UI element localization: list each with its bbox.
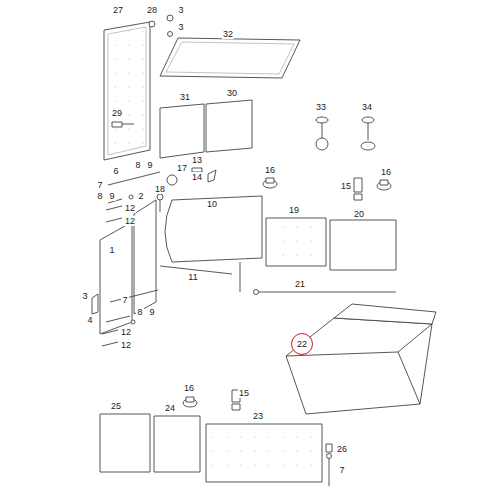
callout-number: 12: [120, 340, 132, 350]
callout-number: 9: [146, 160, 153, 170]
callout-number: 16: [380, 167, 392, 177]
callout-number: 2: [137, 191, 144, 201]
callout-number: 31: [179, 92, 191, 102]
storage-box: [286, 318, 432, 414]
floor-panel: [100, 414, 150, 472]
callout-number: 29: [111, 108, 123, 118]
callout-number: 6: [112, 166, 119, 176]
callout-number: 14: [191, 172, 203, 182]
callout-number: 12: [124, 216, 136, 226]
callout-number: 10: [206, 199, 218, 209]
callout-number: 9: [108, 191, 115, 201]
callout-number: 9: [148, 307, 155, 317]
callout-number: 33: [315, 102, 327, 112]
callout-number: 13: [191, 155, 203, 165]
callout-number: 27: [112, 5, 124, 15]
callout-number: 21: [294, 279, 306, 289]
callout-number: 8: [96, 191, 103, 201]
callout-number: 3: [81, 291, 88, 301]
callout-number: 17: [176, 163, 188, 173]
callout-number: 12: [124, 203, 136, 213]
callout-number: 32: [222, 29, 234, 39]
callout-number: 8: [134, 160, 141, 170]
callout-number: 1: [108, 245, 115, 255]
callout-number: 16: [183, 383, 195, 393]
callout-number: 15: [340, 181, 352, 191]
callout-number: 12: [120, 327, 132, 337]
callout-number: 8: [136, 307, 143, 317]
callout-number: 23: [252, 411, 264, 421]
callout-number: 16: [264, 165, 276, 175]
side-panel: [165, 196, 262, 262]
callout-number: 3: [177, 22, 184, 32]
callout-number: 34: [361, 102, 373, 112]
highlight-circle: 22: [291, 333, 313, 355]
callout-number: 18: [154, 184, 166, 194]
callout-number: 7: [96, 180, 103, 190]
callout-number: 20: [353, 209, 365, 219]
callout-number: 7: [338, 465, 345, 475]
side-panel: [100, 222, 132, 334]
callout-number: 26: [336, 444, 348, 454]
callout-number: 7: [121, 295, 128, 305]
callout-number: 11: [187, 272, 198, 282]
callout-number: 28: [146, 5, 158, 15]
callout-number: 4: [86, 315, 93, 325]
callout-number: 25: [110, 401, 122, 411]
roof-panel: [160, 38, 300, 78]
callout-number: 22: [297, 339, 307, 349]
callout-number: 30: [226, 88, 238, 98]
callout-number: 19: [288, 205, 300, 215]
side-panel: [104, 22, 150, 160]
callout-number: 15: [238, 388, 250, 398]
callout-number: 3: [177, 5, 184, 15]
callout-number: 24: [164, 403, 176, 413]
